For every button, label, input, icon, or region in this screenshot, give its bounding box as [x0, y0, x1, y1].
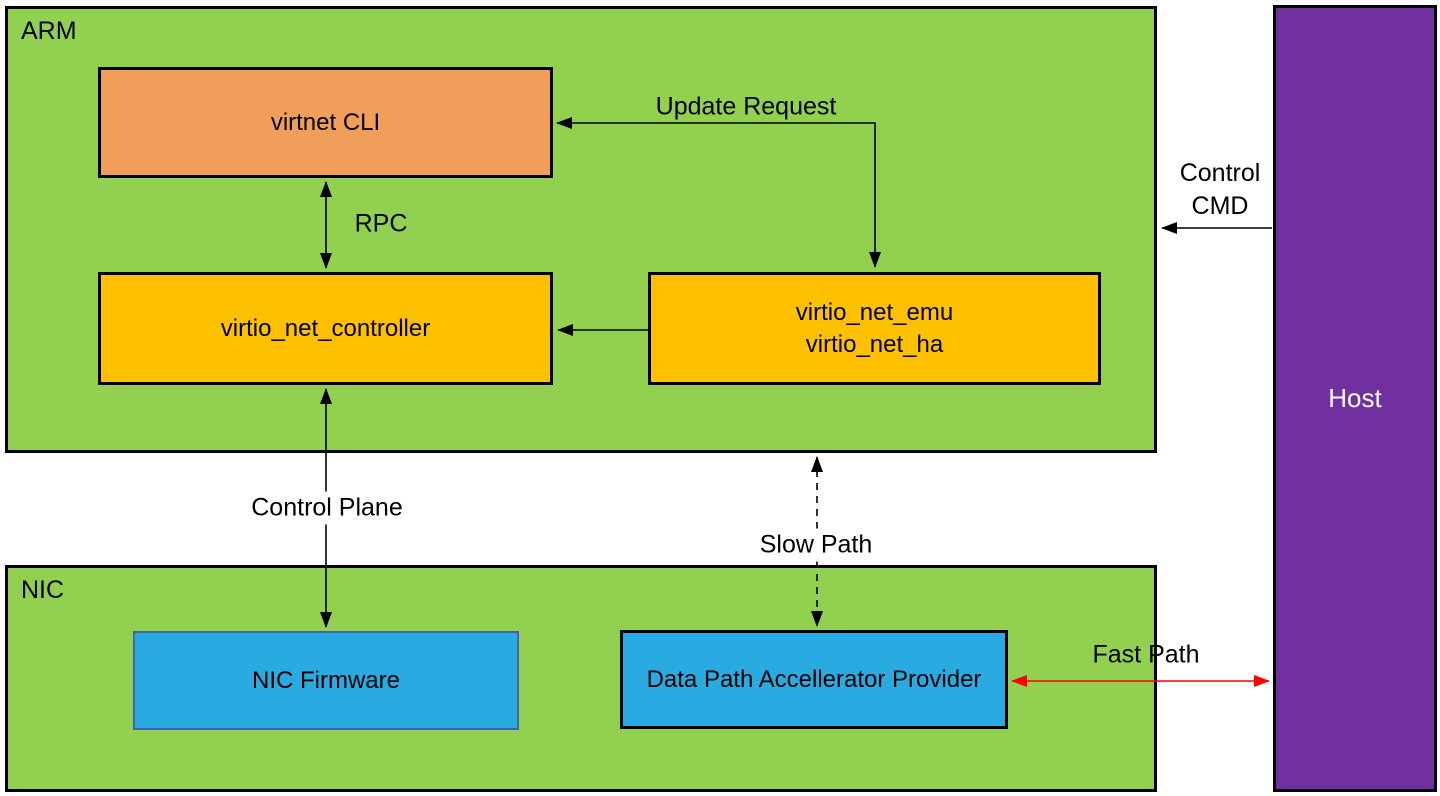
- control-cmd-edge-label-line1: Control: [1179, 159, 1261, 187]
- host-container: Host: [1273, 5, 1437, 792]
- virtio-net-emu-label-line1: virtio_net_emu: [795, 298, 954, 326]
- virtnet-cli-label: virtnet CLI: [270, 108, 381, 136]
- control-cmd-edge-label: Control CMD: [1180, 157, 1261, 223]
- virtio-net-controller-label: virtio_net_controller: [220, 314, 431, 342]
- data-path-accelerator-provider-node: Data Path Accellerator Provider: [620, 630, 1008, 729]
- virtio-net-emu-node: virtio_net_emu virtio_net_ha: [648, 272, 1101, 385]
- virtio-net-controller-node: virtio_net_controller: [98, 272, 553, 385]
- control-plane-edge-label: Control Plane: [246, 491, 408, 525]
- virtio-net-emu-label-line2: virtio_net_ha: [805, 330, 944, 358]
- virtnet-cli-node: virtnet CLI: [98, 67, 553, 178]
- update-request-edge-label: Update Request: [655, 92, 837, 121]
- rpc-edge-label: RPC: [354, 209, 408, 238]
- nic-container-label: NIC: [21, 576, 65, 604]
- data-path-accelerator-provider-label: Data Path Accellerator Provider: [646, 665, 982, 693]
- slow-path-edge-label: Slow Path: [754, 528, 878, 562]
- arm-container-label: ARM: [21, 17, 77, 45]
- nic-firmware-node: NIC Firmware: [133, 631, 519, 730]
- nic-firmware-label: NIC Firmware: [252, 666, 400, 694]
- control-cmd-edge-label-line2: CMD: [1191, 192, 1249, 220]
- host-container-label: Host: [1328, 383, 1382, 413]
- fast-path-edge-label: Fast Path: [1092, 640, 1200, 669]
